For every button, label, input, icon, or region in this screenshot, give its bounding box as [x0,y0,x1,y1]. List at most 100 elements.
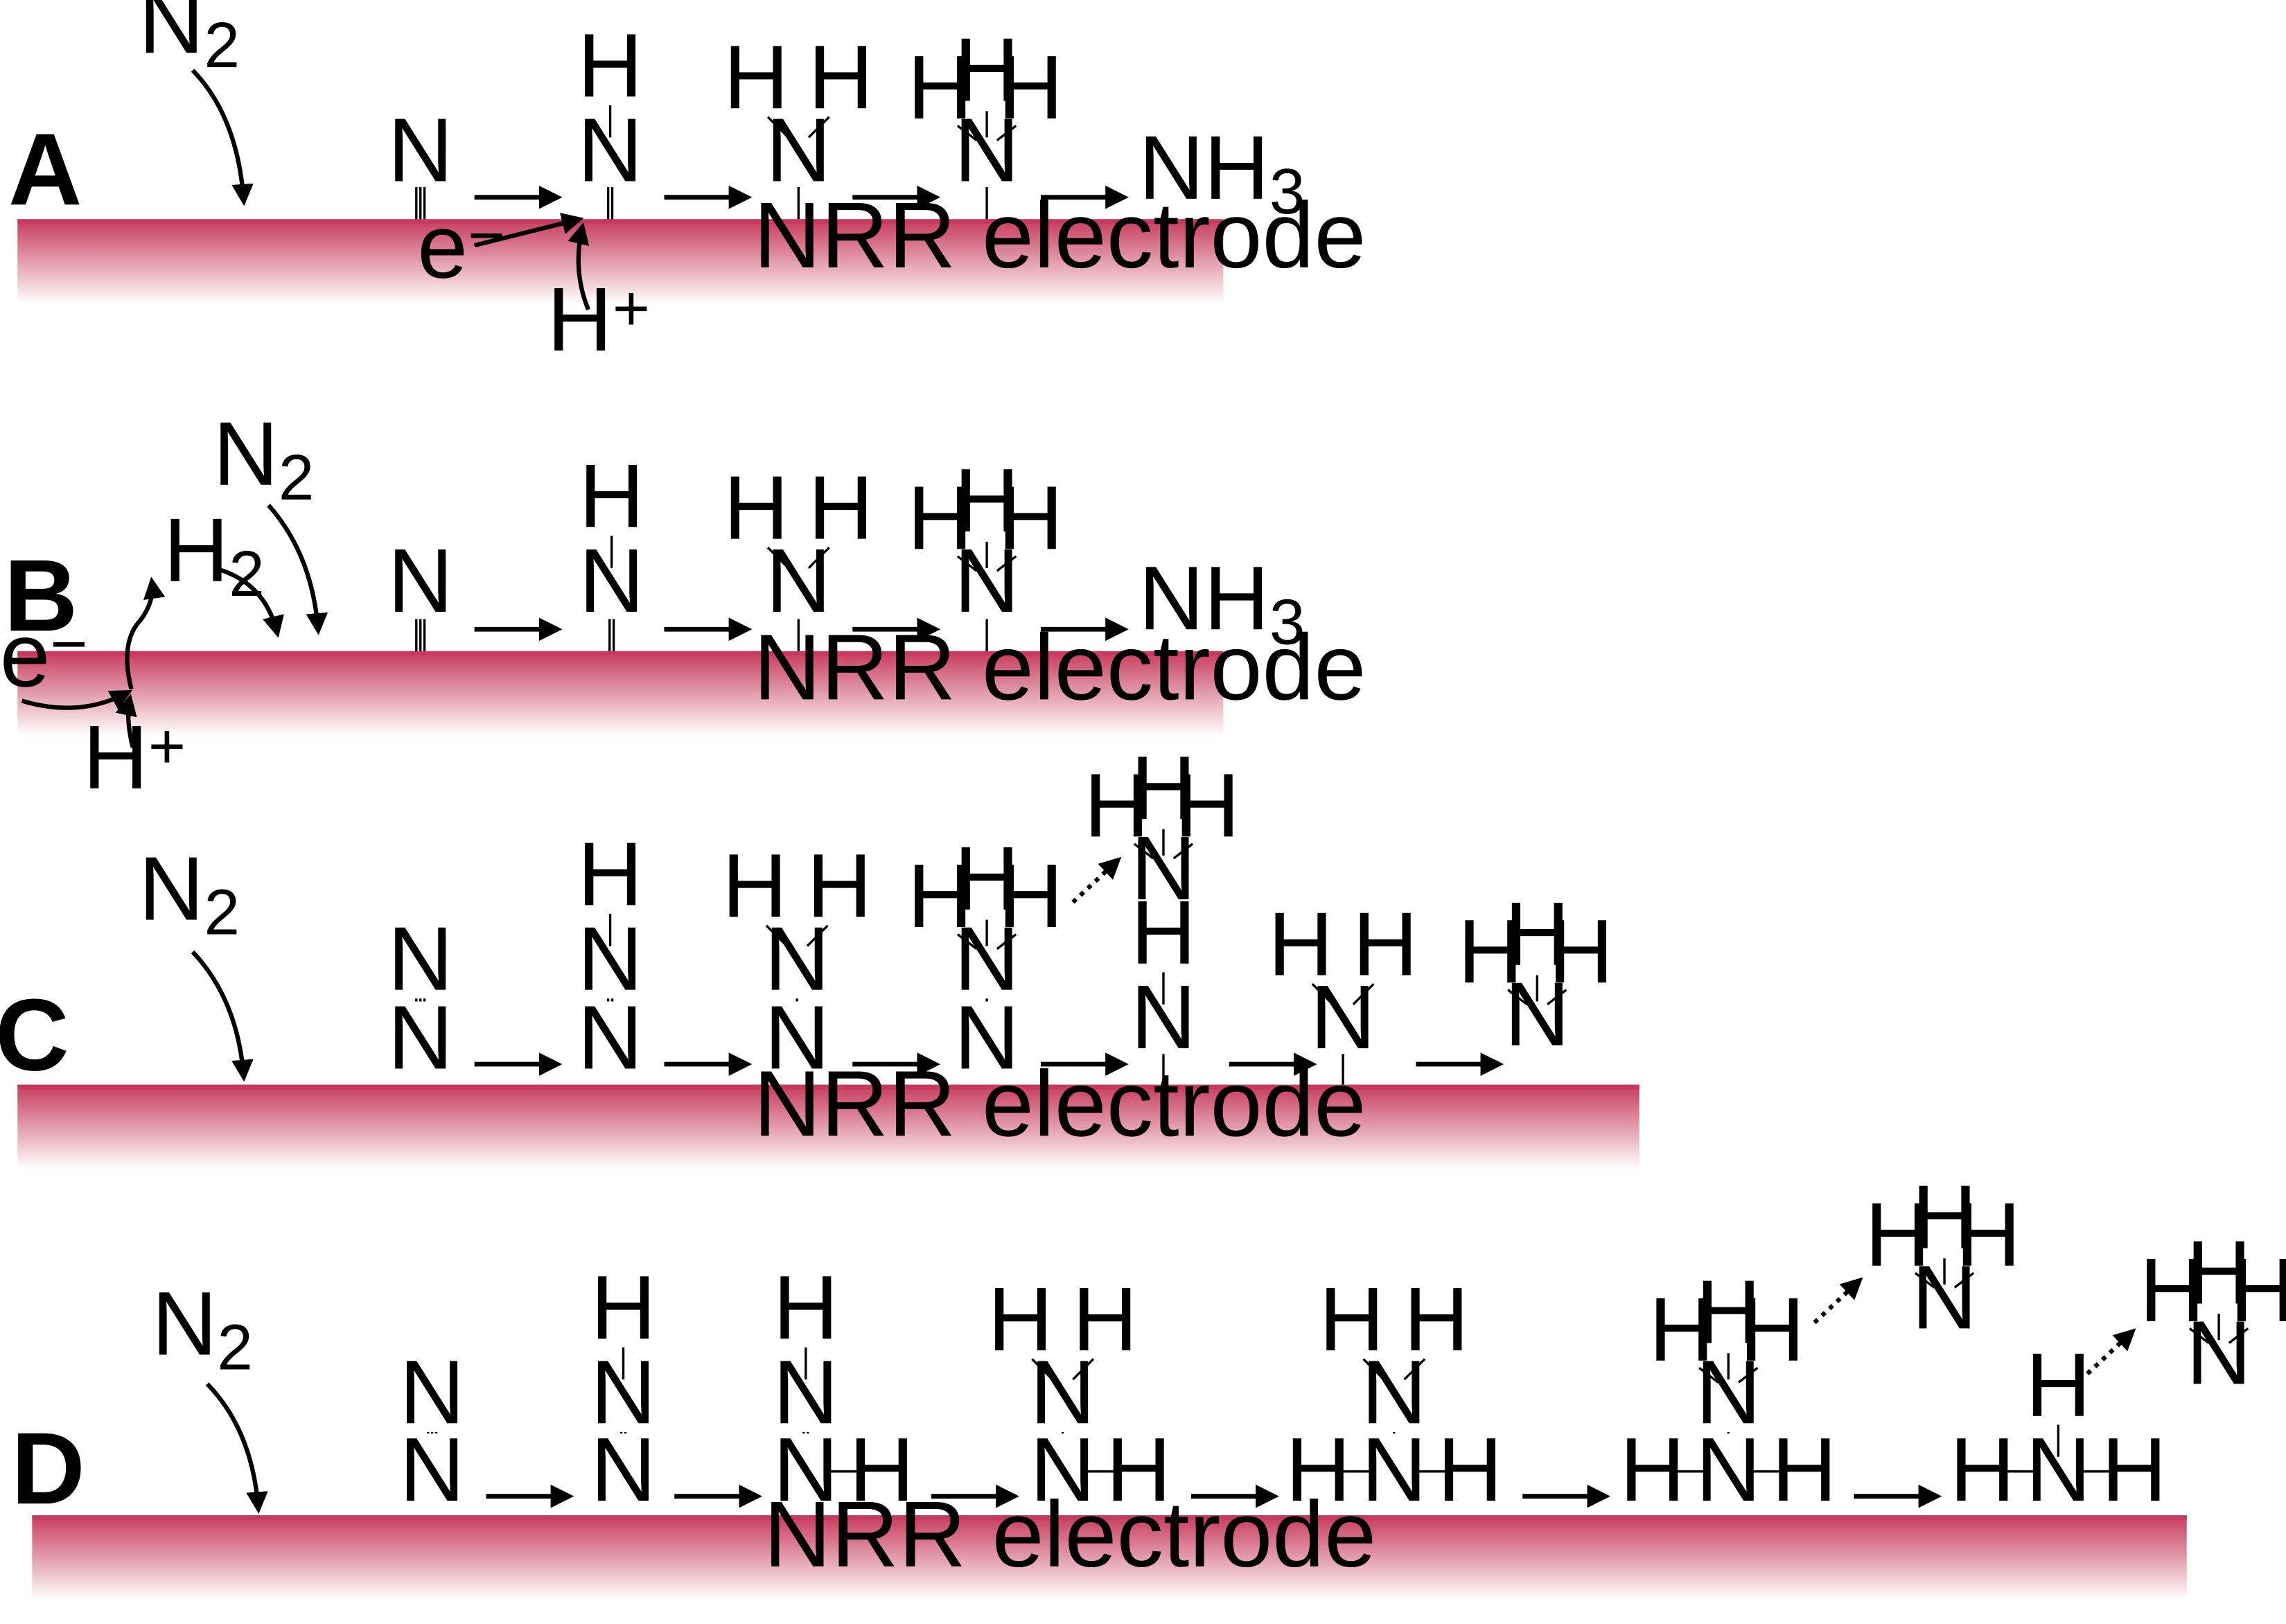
panel-c-electrode-edge [17,1084,1639,1089]
panel-b-h-atom: H [954,450,1019,551]
panel-b-nh-bond [996,555,1017,572]
panel-c-h-atom: H [577,823,642,924]
panel-b-h-atom: H [908,467,973,568]
panel-c-nh3-product-h-atom: H [1504,883,1570,985]
panel-d-h-atom: H [1319,1269,1384,1370]
panel-d-n-atom: N [1696,1419,1761,1520]
panel-b-n-atom: N [388,530,453,631]
panel-d-n-atom: N [773,1419,838,1520]
panel-c-n-atom: N [1310,967,1375,1068]
panel-d-n-atom: N [1030,1419,1095,1520]
panel-d-nh3-released-nh-bond [2188,1327,2210,1344]
panel-c-n-atom: N [764,987,829,1088]
panel-c-nh3-released-nh-bond [1133,842,1154,860]
panel-a-electrode-edge [17,219,1224,224]
panel-c-h-atom: H [1353,894,1418,995]
panel-c-label: C [0,978,69,1092]
panel-c-n2-adsorb-arrow [191,950,254,1082]
panel-d-nh3-released-h-atom: H [1955,1184,2021,1285]
panel-c-nh-bond [806,924,829,947]
panel-a-nh-bond [956,125,978,141]
panel-d-h-atom: H [1404,1269,1469,1370]
panel-b-electrode-edge [17,651,1224,656]
panel-b-label: B [4,539,78,653]
panel-c-nh3-released-h-atom: H [1175,754,1240,856]
panel-d-h-atom: H [1106,1419,1171,1520]
panel-c-h-atom: H [1268,894,1333,995]
panel-d-n-atom: N [1030,1341,1095,1442]
panel-d-n2-label: N2 [152,1273,253,1383]
panel-b-nh3-product: NH3 [1138,547,1305,657]
panel-c-nh3-product-nh-bond [1547,989,1567,1006]
panel-c-h-atom: H [908,845,973,946]
panel-c-nh-bond [1352,982,1375,1005]
panel-c-nh3-product-h-atom: H [1548,901,1613,1002]
panel-d-nh3-released-h-atom: H [2186,1222,2251,1323]
panel-d-nh3-released-nh-bond [2228,1327,2249,1344]
panel-d-n-atom: N [590,1419,656,1520]
panel-d-label: D [11,1412,85,1526]
panel-a-n-atom: N [388,100,453,201]
panel-b-electrode-label: NRR electrode [753,615,1366,719]
panel-d-h-atom: H [1739,1279,1804,1380]
panel-b-h2-evolution-arrow [125,576,166,690]
panel-d-nh3-released-h-atom: H [2230,1239,2286,1341]
panel-c-h-atom: H [954,828,1019,929]
panel-a-n-atom: N [766,100,831,201]
panel-c-n2-label: N2 [139,838,240,948]
panel-a-proton-arrow [568,222,590,311]
panel-d-h-atom: H [1437,1419,1502,1520]
panel-d-h-atom: H [1073,1269,1138,1370]
panel-a-h-atom: H [998,37,1063,138]
panel-d-nh3-released-h-atom: H [1912,1166,1977,1267]
panel-d-nh-bond [1362,1358,1385,1381]
panel-d-h-atom: H [849,1419,914,1520]
panel-d-h-atom: H [1950,1419,2015,1520]
panel-d-h-atom: H [987,1269,1053,1370]
panel-d-electrode-surface [32,1515,2187,1600]
panel-a-electron-label: e− [417,196,505,297]
panel-b-electrode-surface [17,651,1224,736]
panel-b-electron-label: e− [0,604,88,705]
panel-a-nh-bond [807,116,830,139]
panel-c-nh3-released-nh-bond [1172,842,1194,860]
panel-c-h-atom: H [722,835,787,936]
panel-b-h-atom: H [723,457,789,558]
panel-d-h-atom: H [2102,1419,2167,1520]
panel-d-nh3-released-nh-bond [1953,1271,1975,1289]
panel-d-nh3-released-h-atom: H [1865,1184,1930,1285]
panel-d-n-atom: N [1362,1341,1427,1442]
panel-b-proton-arrow [115,694,137,748]
panel-c-nh3-product-h-atom: H [1458,901,1523,1002]
panel-c-n-atom: N [577,987,642,1088]
panel-c-n-atom: N [954,987,1019,1088]
panel-b-n-atom: N [766,530,831,631]
panel-c-n-atom: N [388,908,453,1009]
panel-d-h-atom: H [1620,1419,1685,1520]
panel-c-h-atom: H [1131,882,1196,983]
panel-b-h-atom: H [808,457,873,558]
panel-b-nh-bond [807,547,830,569]
panel-d-nh-bond [1698,1366,1719,1384]
panel-d-h-atom: H [1696,1261,1761,1362]
panel-a-electron-arrow [473,213,584,248]
panel-d-n-atom: N [399,1419,464,1520]
panel-d-release-arrow [2086,1328,2136,1375]
panel-c-nh3-released-h-atom: H [1084,754,1149,856]
panel-a-label: A [8,113,82,227]
panel-a-h-atom: H [808,26,873,127]
panel-d-n-atom: N [1362,1419,1427,1520]
panel-d-n2-adsorb-arrow [205,1382,268,1514]
panel-c-electrode-label: NRR electrode [753,1051,1366,1156]
panel-a-h-atom: H [908,37,973,138]
panel-d-release-arrow [1813,1277,1863,1325]
panel-c-h-atom: H [807,835,872,936]
panel-a-n2-label: N2 [139,0,240,81]
panel-a-n2-adsorb-arrow [191,69,254,206]
panel-c-release-arrow [1071,856,1122,904]
panel-b-h-atom: H [998,467,1063,568]
panel-b-h2-label: H2 [164,500,265,610]
panel-a-nh3-product: NH3 [1138,117,1305,227]
